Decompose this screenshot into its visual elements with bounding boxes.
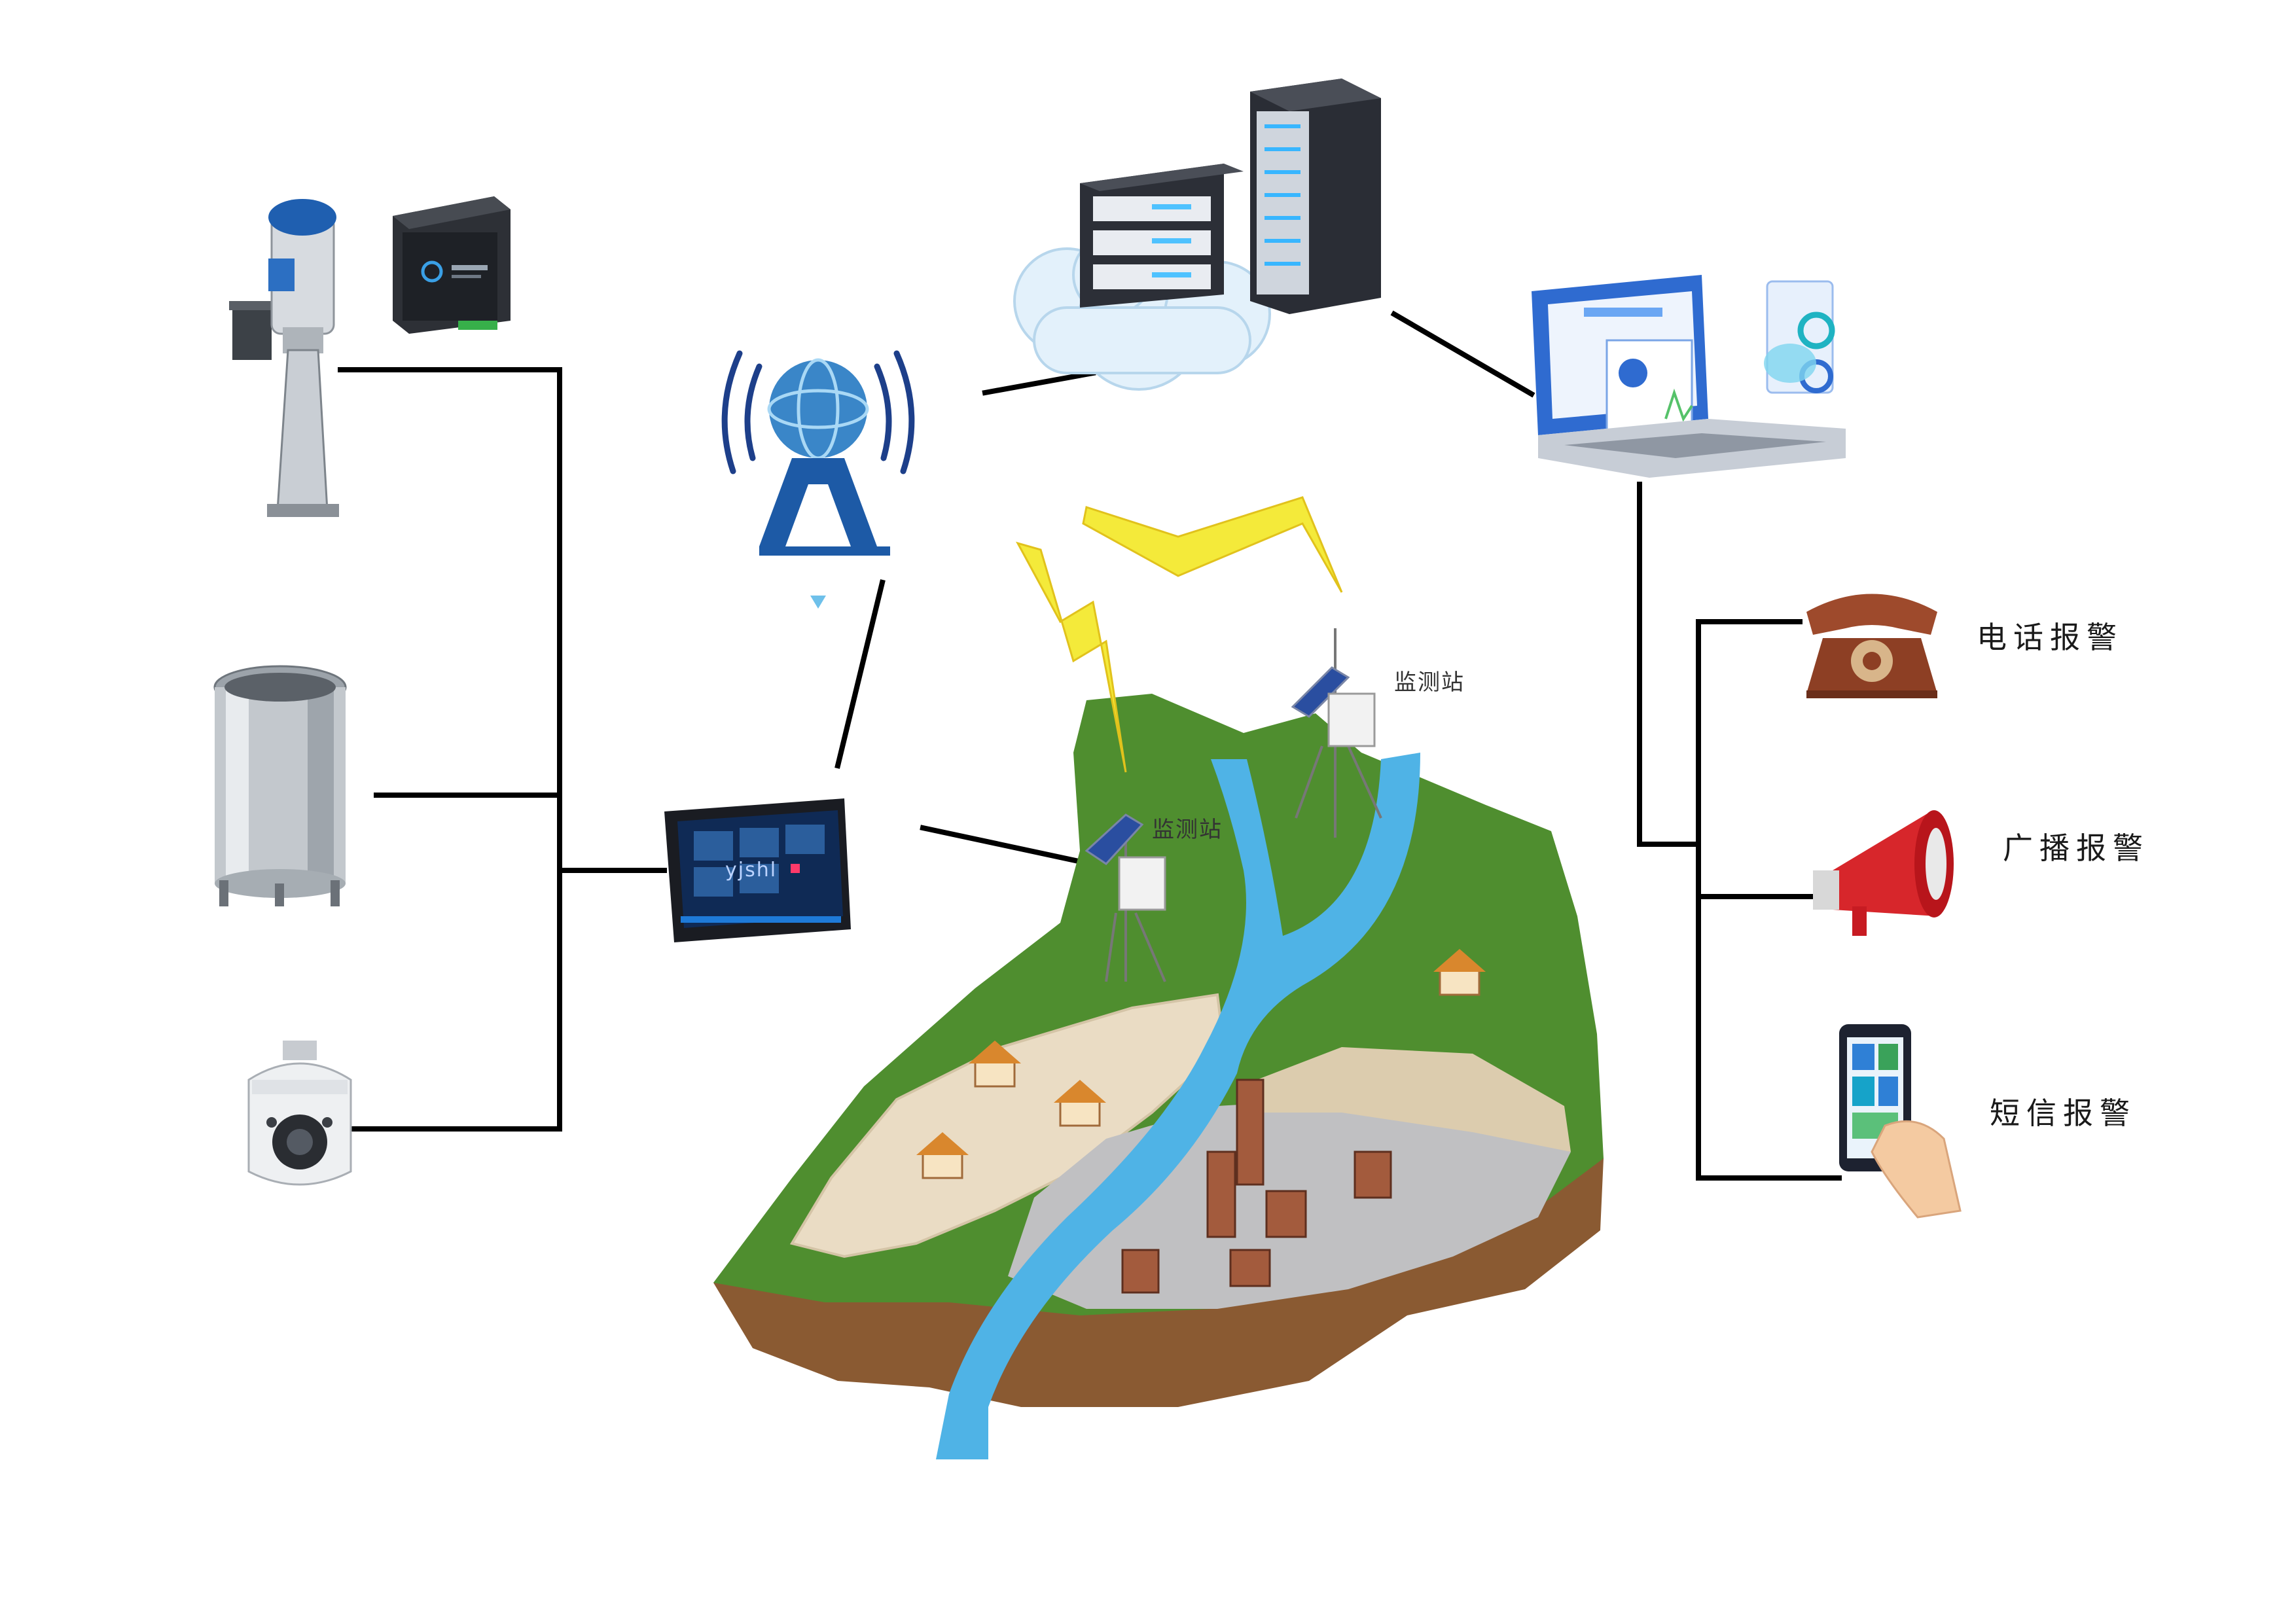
sms-alarm-label: 短信报警 xyxy=(1990,1096,2136,1131)
globe-icon xyxy=(769,360,867,458)
river xyxy=(936,753,1420,1459)
phone-alarm-label: 电话报警 xyxy=(1977,620,2123,655)
line-tower-to-cloud xyxy=(982,370,1096,396)
station-lower-label: 监测站 xyxy=(1152,817,1223,843)
pie-chart-icon xyxy=(1619,359,1647,387)
lightning-icon xyxy=(1015,496,1343,773)
station-lower-icon xyxy=(1085,813,1166,982)
rtu-data-logger xyxy=(393,196,511,334)
station-upper-icon xyxy=(1291,628,1382,838)
megaphone-icon xyxy=(1813,810,1954,936)
telephone-icon xyxy=(1806,594,1937,698)
cloud-server-icon xyxy=(1013,79,1381,391)
logger-logo-icon xyxy=(421,260,443,283)
monitoring-dashboard-icon xyxy=(1532,275,1846,478)
line-camera-to-bus xyxy=(351,868,562,1132)
rain-gauge xyxy=(213,665,347,906)
line-controller-to-tower xyxy=(834,579,886,769)
town-buildings xyxy=(1121,1079,1392,1294)
line-dashboard-to-alarms xyxy=(1637,482,1701,847)
controller-touchscreen xyxy=(664,798,851,942)
line-controller-to-station xyxy=(920,825,1109,870)
station-upper-label: 监测站 xyxy=(1394,669,1465,696)
wireless-tower-icon xyxy=(721,350,915,609)
radar-level-gauge xyxy=(229,199,339,517)
controller-screen-text: yjshl xyxy=(725,859,778,882)
dome-camera xyxy=(247,1041,352,1186)
line-server-to-dashboard xyxy=(1390,310,1535,398)
landscape-illustration xyxy=(713,496,1604,1459)
mobile-phone-icon xyxy=(1839,1024,1962,1219)
broadcast-alarm-label: 广播报警 xyxy=(2003,830,2149,866)
line-radar-to-bus xyxy=(338,367,667,873)
camera-lens-icon xyxy=(287,1129,313,1155)
connection-lines xyxy=(338,310,1842,1181)
